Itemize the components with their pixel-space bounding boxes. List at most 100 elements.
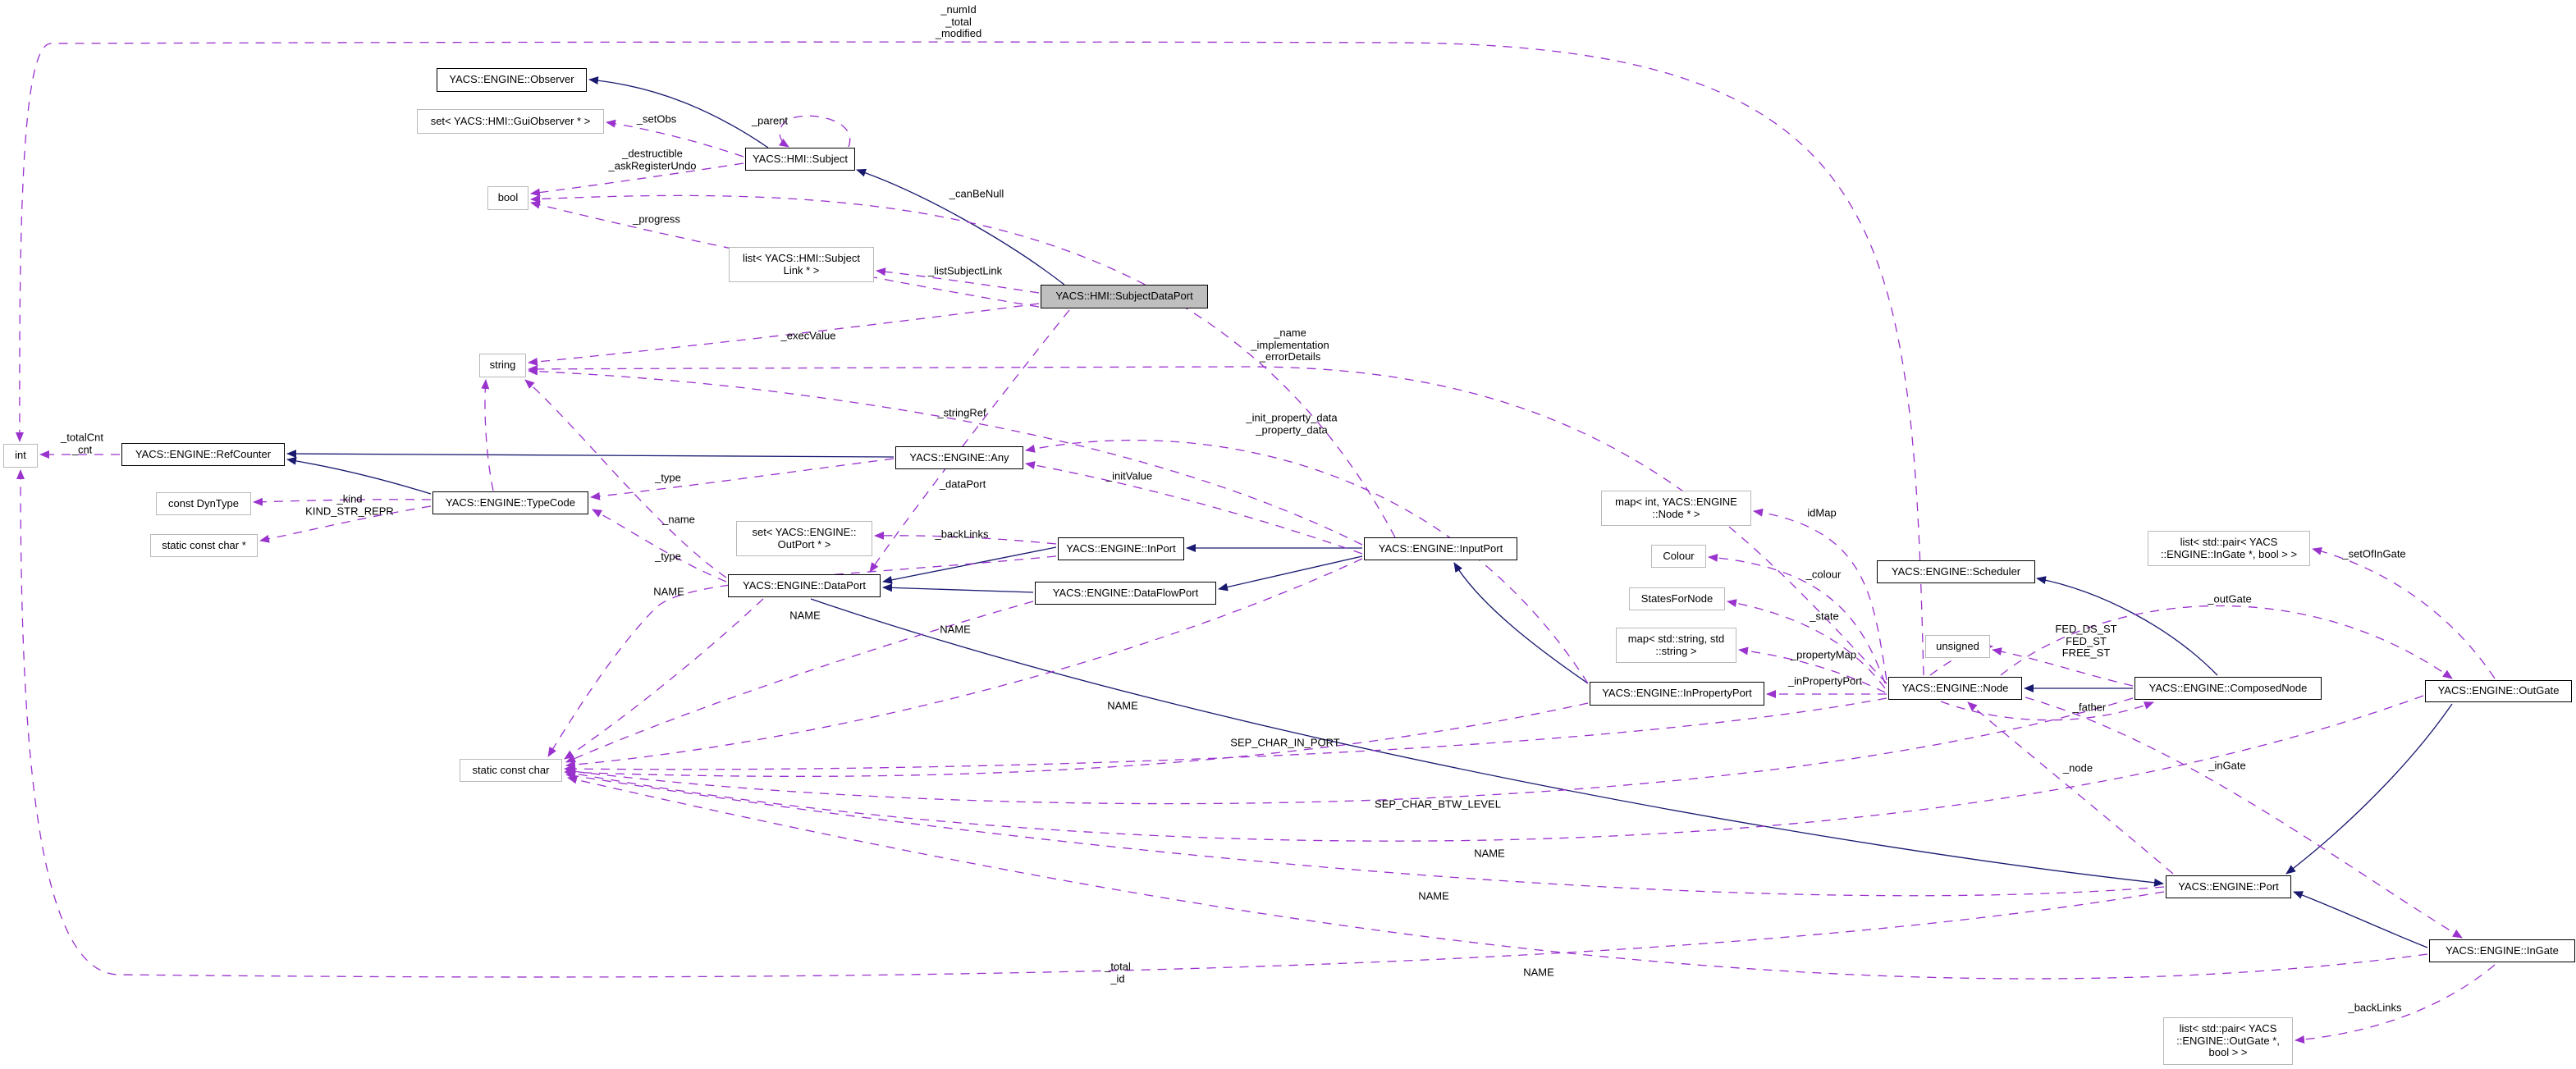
edge-label: _progress [633,212,680,226]
usage-edge [15,41,1924,676]
class-box-inport[interactable]: YACS::ENGINE::InPort [1058,537,1184,560]
usage-edge [2000,605,2453,679]
class-box-string: string [479,354,526,377]
edge-label: _dataPort [939,477,986,491]
usage-edge [592,509,727,582]
edge-label: SEP_CHAR_BTW_LEVEL [1375,797,1501,811]
edge-label: _outGate [2208,592,2252,605]
inheritance-edge [810,598,2164,887]
usage-edge [547,555,1057,757]
usage-edge [528,364,1887,684]
usage-edge [1967,701,2174,875]
usage-edge [259,505,432,543]
usage-edge [567,775,2428,980]
edge-label: FED_DS_ST FED_ST FREE_ST [2055,623,2117,660]
class-box-any[interactable]: YACS::ENGINE::Any [895,446,1023,469]
edge-label: _totalCnt _cnt [60,431,104,455]
usage-edge [564,598,764,760]
class-box-char-star: static const char * [150,534,258,557]
class-box-dataport[interactable]: YACS::ENGINE::DataPort [728,574,881,597]
inheritance-edge [286,450,895,459]
class-box-inpropertyport[interactable]: YACS::ENGINE::InPropertyPort [1590,682,1764,706]
edge-label: _backLinks [935,528,989,541]
edge-label: _destructible _askRegisterUndo [608,147,697,171]
inheritance-edge [882,546,1057,584]
class-box-bool: bool [487,186,528,210]
usage-edge [528,367,1363,546]
edge-label: _inPropertyPort [1787,674,1863,688]
class-box-unsigned: unsigned [1925,635,1990,658]
inheritance-edge [1218,555,1363,592]
class-box-outgate[interactable]: YACS::ENGINE::OutGate [2425,680,2572,702]
class-box-observer[interactable]: YACS::ENGINE::Observer [437,68,587,92]
usage-edge [530,162,744,197]
edge-label: _father [2072,701,2107,714]
usage-edge [1025,461,1363,555]
usage-edge [606,119,744,158]
usage-edge [2295,964,2496,1044]
usage-edge [16,469,2165,978]
class-box-node-map: map< int, YACS::ENGINE ::Node * > [1601,491,1751,526]
usage-edge [874,531,1057,545]
class-box-port[interactable]: YACS::ENGINE::Port [2166,875,2291,898]
edge-label: idMap [1807,506,1837,519]
edge-label: _colour [1805,568,1842,581]
class-box-ingate[interactable]: YACS::ENGINE::InGate [2429,939,2575,962]
edge-label: _initValue [1105,469,1153,482]
class-box-dyntype: const DynType [156,492,251,515]
class-box-int: int [3,444,38,468]
edge-label: NAME [789,609,821,622]
class-box-typecode[interactable]: YACS::ENGINE::TypeCode [432,491,588,514]
usage-edge [565,697,2134,805]
edge-label: _execValue [780,329,836,342]
edge-label: NAME [653,585,684,598]
usage-edge [876,267,1040,294]
inheritance-edge [2293,891,2428,948]
class-box-dataflowport[interactable]: YACS::ENGINE::DataFlowPort [1035,582,1216,605]
class-box-inputport[interactable]: YACS::ENGINE::InputPort [1364,537,1517,560]
usage-edge [565,771,2165,897]
edge-label: _backLinks [2348,1001,2402,1014]
class-box-refcounter[interactable]: YACS::ENGINE::RefCounter [121,443,285,466]
class-box-string-map: map< std::string, std ::string > [1616,628,1736,663]
usage-edge [2312,546,2496,679]
class-box-guiobserver-set: set< YACS::HMI::GuiObserver * > [417,109,604,134]
edge-label: _listSubjectLink [927,264,1003,277]
inheritance-edge [1453,562,1589,684]
usage-edge [869,309,1070,573]
inheritance-edge [588,76,769,148]
edge-label: _name [662,513,695,526]
edge-label: NAME [1474,847,1505,860]
edge-label: _propertyMap [1790,648,1857,661]
usage-edge [1753,508,1887,681]
edge-label: _name _implementation _errorDetails [1251,327,1329,363]
class-box-subject[interactable]: YACS::HMI::Subject [745,148,855,171]
edge-label: NAME [1523,966,1554,979]
usage-edge [524,379,727,578]
edge-label: _state [1810,610,1839,623]
usage-edge [1992,647,2134,687]
edge-label: _numId _total _modified [935,3,982,40]
class-box-char-const: static const char [460,759,562,782]
edge-label: _kind KIND_STR_REPR [305,492,394,517]
edge-label: _inGate [2208,759,2246,772]
edge-label: _parent [751,114,789,127]
class-box-outgate-list: list< std::pair< YACS ::ENGINE::OutGate … [2163,1017,2293,1065]
class-box-outport-set: set< YACS::ENGINE:: OutPort * > [736,521,872,556]
class-box-colour: Colour [1651,545,1706,568]
class-box-subjectdataport: YACS::HMI::SubjectDataPort [1041,285,1208,308]
class-box-composednode[interactable]: YACS::ENGINE::ComposedNode [2134,677,2322,700]
inheritance-edge [286,456,432,495]
class-box-node[interactable]: YACS::ENGINE::Node [1888,677,2022,700]
class-box-statesfornode: StatesForNode [1629,587,1725,610]
edge-label: _total _id [1105,960,1131,984]
usage-edge [481,379,494,491]
edge-label: _setObs [636,112,677,126]
edge-label: _setOfInGate [2342,547,2406,560]
usage-edge [1708,553,1886,684]
class-box-scheduler[interactable]: YACS::ENGINE::Scheduler [1877,560,2035,583]
edge-label: _type [655,550,681,563]
usage-edge [1025,439,1589,684]
